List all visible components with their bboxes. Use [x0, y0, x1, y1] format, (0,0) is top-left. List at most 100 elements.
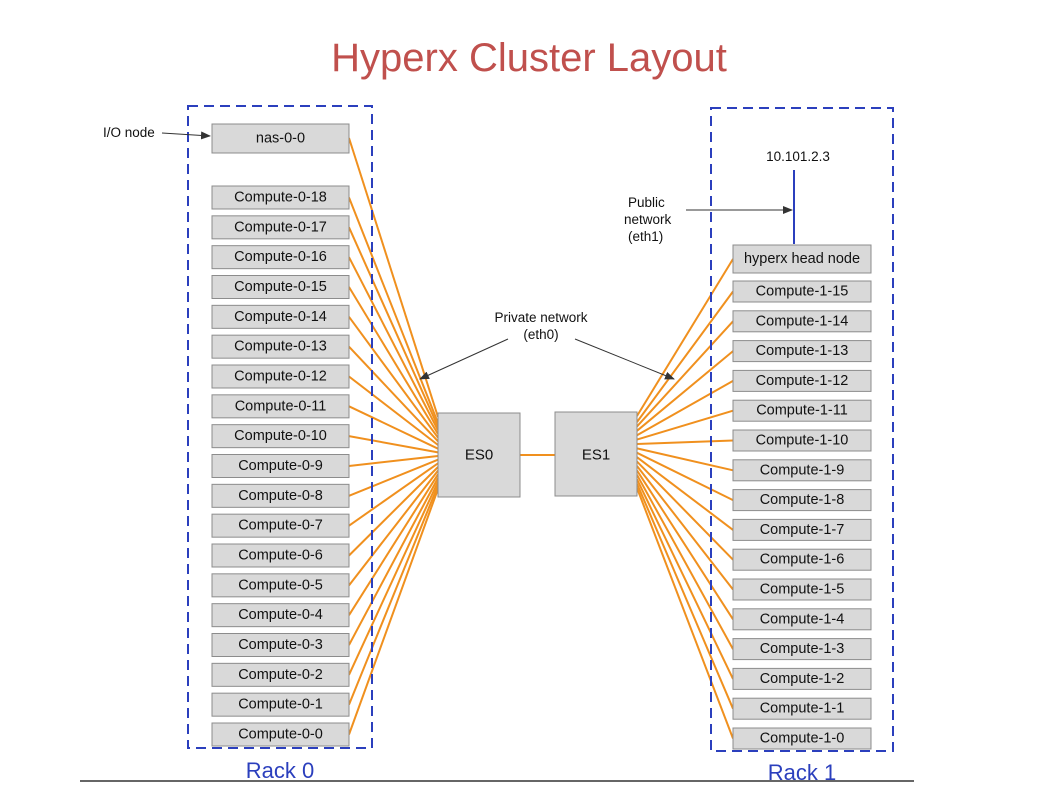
node-compute-0-6[interactable]: Compute-0-6 — [211, 543, 350, 568]
node-compute-0-15-box — [211, 275, 350, 299]
node-compute-1-1[interactable]: Compute-1-1 — [732, 697, 872, 720]
private-network-arrow-left — [419, 338, 509, 380]
node-compute-0-17-label: Compute-0-17 — [234, 219, 327, 235]
node-compute-0-10-label: Compute-0-10 — [234, 428, 327, 444]
node-compute-0-12-label: Compute-0-12 — [234, 369, 327, 385]
link-compute-0-10 — [348, 435, 439, 454]
link-compute-1-14 — [636, 320, 734, 428]
node-compute-1-6-box — [732, 548, 872, 571]
private-network-arrow-right — [574, 338, 675, 380]
node-compute-0-17[interactable]: Compute-0-17 — [211, 215, 350, 240]
link-compute-0-12 — [348, 375, 439, 446]
head-node-box — [732, 244, 872, 274]
node-compute-1-11-box — [732, 399, 872, 422]
node-compute-1-3-box — [732, 638, 872, 661]
io-node-nas-0-0[interactable]: nas-0-0 — [211, 123, 350, 154]
node-compute-1-5[interactable]: Compute-1-5 — [732, 578, 872, 601]
node-compute-1-3[interactable]: Compute-1-3 — [732, 638, 872, 661]
node-compute-0-0[interactable]: Compute-0-0 — [211, 722, 350, 747]
node-compute-0-4-label: Compute-0-4 — [238, 607, 323, 623]
node-compute-1-14-label: Compute-1-14 — [756, 313, 849, 329]
switch-es0[interactable]: ES0 — [437, 412, 521, 498]
node-compute-0-15[interactable]: Compute-0-15 — [211, 275, 350, 299]
node-compute-0-11[interactable]: Compute-0-11 — [211, 394, 350, 419]
rack-0-label: Rack 0 — [246, 758, 314, 783]
node-compute-0-1-label: Compute-0-1 — [238, 697, 323, 713]
link-compute-0-8 — [348, 458, 439, 497]
node-compute-1-0[interactable]: Compute-1-0 — [732, 727, 872, 750]
node-compute-1-8-box — [732, 489, 872, 512]
node-compute-1-9[interactable]: Compute-1-9 — [732, 459, 872, 482]
node-compute-1-2[interactable]: Compute-1-2 — [732, 667, 872, 690]
node-compute-1-14[interactable]: Compute-1-14 — [732, 310, 872, 333]
node-compute-1-0-box — [732, 727, 872, 750]
node-compute-0-2[interactable]: Compute-0-2 — [211, 662, 350, 687]
node-compute-1-10-box — [732, 429, 872, 452]
node-compute-0-7[interactable]: Compute-0-7 — [211, 513, 350, 538]
head-node[interactable]: hyperx head node — [732, 244, 872, 274]
node-compute-0-4[interactable]: Compute-0-4 — [211, 603, 350, 628]
link-compute-0-6 — [348, 466, 439, 557]
node-compute-0-14-box — [211, 304, 350, 329]
link-compute-0-2 — [348, 481, 439, 676]
public-network-label-3: (eth1) — [628, 229, 663, 244]
node-compute-0-2-label: Compute-0-2 — [238, 667, 323, 683]
node-compute-0-12[interactable]: Compute-0-12 — [211, 364, 350, 389]
node-compute-1-15-label: Compute-1-15 — [756, 284, 849, 300]
link-compute-0-3 — [348, 477, 439, 646]
node-compute-1-4-box — [732, 608, 872, 631]
node-compute-1-10[interactable]: Compute-1-10 — [732, 429, 872, 452]
node-compute-1-4[interactable]: Compute-1-4 — [732, 608, 872, 631]
node-compute-0-3-box — [211, 633, 350, 657]
node-compute-0-6-box — [211, 543, 350, 568]
node-compute-1-9-label: Compute-1-9 — [760, 462, 845, 478]
link-compute-0-4 — [348, 473, 439, 616]
switch-es1-box — [554, 411, 638, 497]
node-compute-1-5-label: Compute-1-5 — [760, 582, 845, 598]
link-compute-1-11 — [636, 409, 734, 441]
node-compute-1-5-box — [732, 578, 872, 601]
node-compute-0-10-box — [211, 424, 350, 449]
ip-address-label: 10.101.2.3 — [766, 149, 830, 164]
node-compute-0-14[interactable]: Compute-0-14 — [211, 304, 350, 329]
link-compute-1-7 — [636, 456, 734, 531]
public-network-label-1: Public — [628, 195, 665, 210]
node-compute-1-8[interactable]: Compute-1-8 — [732, 489, 872, 512]
node-compute-0-9-label: Compute-0-9 — [238, 458, 323, 474]
node-compute-0-9-box — [211, 454, 350, 478]
switch-es1[interactable]: ES1 — [554, 411, 638, 497]
node-compute-0-9[interactable]: Compute-0-9 — [211, 454, 350, 478]
node-compute-1-13[interactable]: Compute-1-13 — [732, 340, 872, 363]
public-network-label-2: network — [624, 212, 672, 227]
node-compute-1-11[interactable]: Compute-1-11 — [732, 399, 872, 422]
node-compute-1-6[interactable]: Compute-1-6 — [732, 548, 872, 571]
node-compute-0-1[interactable]: Compute-0-1 — [211, 692, 350, 717]
node-compute-1-15[interactable]: Compute-1-15 — [732, 280, 872, 303]
node-compute-1-7-box — [732, 518, 872, 541]
node-compute-1-7[interactable]: Compute-1-7 — [732, 518, 872, 541]
node-compute-1-15-box — [732, 280, 872, 303]
node-compute-0-5[interactable]: Compute-0-5 — [211, 573, 350, 598]
node-compute-0-13-label: Compute-0-13 — [234, 339, 327, 355]
io-node-arrow — [161, 131, 211, 140]
node-compute-0-0-box — [211, 722, 350, 747]
node-compute-0-13[interactable]: Compute-0-13 — [211, 334, 350, 359]
node-compute-0-18[interactable]: Compute-0-18 — [211, 185, 350, 210]
node-compute-0-10[interactable]: Compute-0-10 — [211, 424, 350, 449]
link-compute-1-5 — [636, 465, 734, 591]
node-compute-0-8[interactable]: Compute-0-8 — [211, 483, 350, 508]
node-compute-0-16[interactable]: Compute-0-16 — [211, 245, 350, 270]
switch-es0-box — [437, 412, 521, 498]
link-compute-0-1 — [348, 484, 439, 706]
node-compute-0-5-box — [211, 573, 350, 598]
node-compute-1-8-label: Compute-1-8 — [760, 492, 845, 508]
switch-es0-label: ES0 — [465, 447, 493, 464]
node-compute-0-3[interactable]: Compute-0-3 — [211, 633, 350, 657]
node-compute-1-6-label: Compute-1-6 — [760, 552, 845, 568]
link-compute-0-7 — [348, 462, 439, 527]
node-compute-0-18-box — [211, 185, 350, 210]
link-compute-0-5 — [348, 470, 439, 586]
node-compute-1-12[interactable]: Compute-1-12 — [732, 369, 872, 392]
node-compute-1-4-label: Compute-1-4 — [760, 611, 845, 627]
node-compute-0-2-box — [211, 662, 350, 687]
